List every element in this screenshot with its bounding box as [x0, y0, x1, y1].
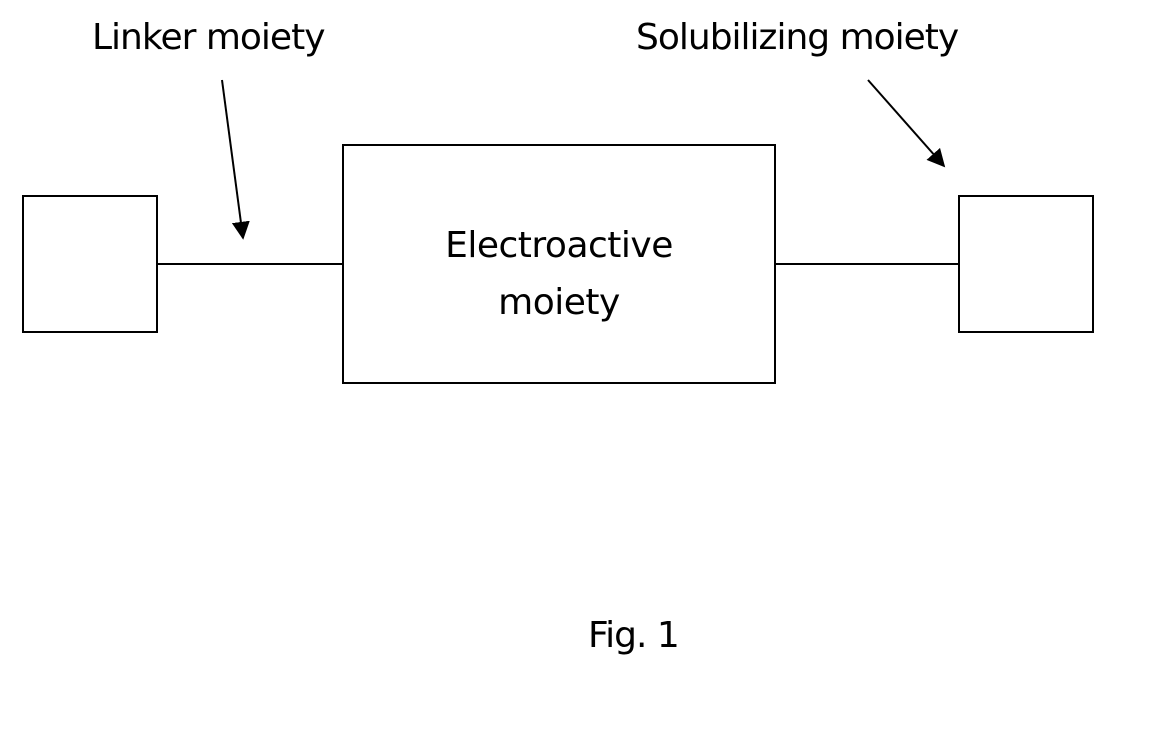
figure-caption: Fig. 1	[588, 618, 679, 654]
solubilizing-arrow	[868, 80, 944, 166]
solubilizing-moiety-label: Solubilizing moiety	[636, 20, 958, 56]
electroactive-moiety-label: Electroactive moiety	[343, 217, 775, 331]
linker-moiety-label: Linker moiety	[92, 20, 325, 56]
linker-arrow	[222, 80, 243, 238]
right-solubilizing-box	[959, 196, 1093, 332]
left-solubilizing-box	[23, 196, 157, 332]
electroactive-label-line1: Electroactive	[343, 217, 775, 274]
electroactive-label-line2: moiety	[343, 274, 775, 331]
